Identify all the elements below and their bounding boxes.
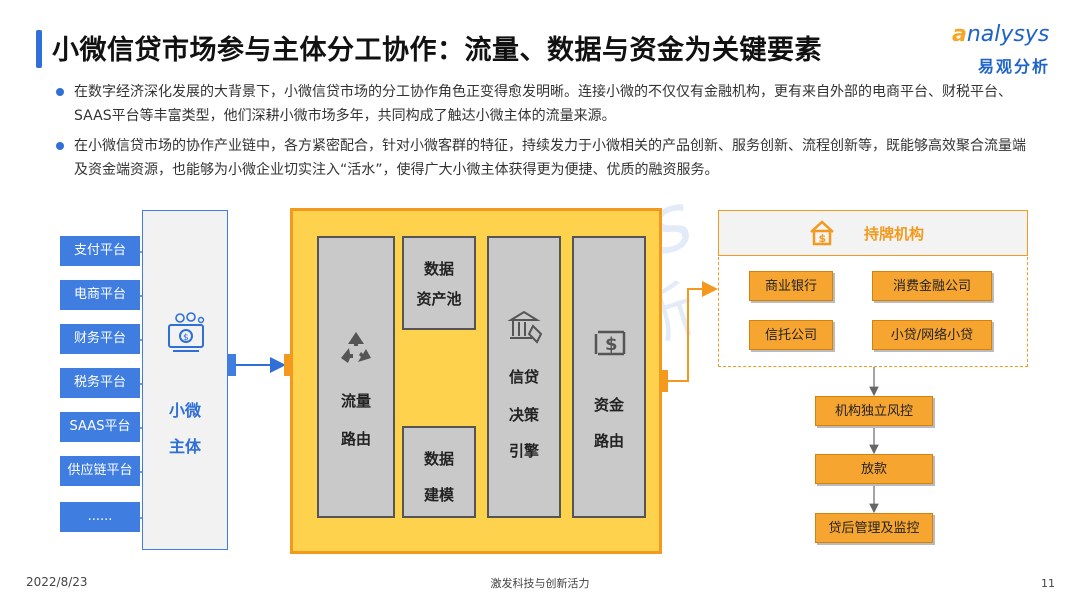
platform-item: SAAS平台 xyxy=(60,412,140,442)
data-modeling-block: 数据 建模 xyxy=(402,426,476,518)
bullet-list: 在数字经济深化发展的大背景下，小微信贷市场的分工协作角色正变得愈发明晰。连接小微… xyxy=(52,80,1032,188)
bullet-dot-icon xyxy=(56,88,64,96)
recycle-icon xyxy=(341,332,371,363)
small-micro-entity-box: $ 小微 主体 xyxy=(142,210,228,550)
svg-text:$: $ xyxy=(819,232,827,245)
traffic-routing-block: 流量 路由 xyxy=(317,236,395,518)
money-screen-icon: $ xyxy=(168,312,205,352)
platform-item: ...... xyxy=(60,502,140,532)
bullet-item: 在小微信贷市场的协作产业链中，各方紧密配合，针对小微客群的特征，持续发力于小微相… xyxy=(52,134,1032,182)
analysys-logo: analysys 易观分析 xyxy=(952,22,1051,76)
data-asset-pool-block: 数据 资产池 xyxy=(402,236,476,330)
process-step: 放款 xyxy=(815,454,933,484)
svg-text:$: $ xyxy=(183,333,189,343)
institution-item: 信托公司 xyxy=(749,320,833,350)
page-number: 11 xyxy=(1041,577,1055,590)
funds-routing-block: $ 资金 路由 xyxy=(572,236,646,518)
page-title: 小微信贷市场参与主体分工协作：流量、数据与资金为关键要素 xyxy=(52,35,822,66)
institution-item: 商业银行 xyxy=(749,271,833,301)
platform-item: 税务平台 xyxy=(60,368,140,398)
process-step: 贷后管理及监控 xyxy=(815,513,933,543)
dollar-cycle-icon: $ xyxy=(594,330,626,356)
entity-label-line2: 主体 xyxy=(168,437,201,456)
platform-item: 财务平台 xyxy=(60,324,140,354)
credit-decision-engine-block: 信贷 决策 引擎 xyxy=(487,236,561,518)
licensed-institutions-header xyxy=(718,210,1028,256)
entity-label-line1: 小微 xyxy=(168,401,201,420)
core-process-box: 流量 路由 数据 资产池 数据 建模 信贷 决策 引擎 $ 资金 路由 xyxy=(290,208,662,554)
bank-document-icon xyxy=(507,310,543,344)
licensed-institutions-title: 持牌机构 xyxy=(864,225,925,243)
process-step: 机构独立风控 xyxy=(815,396,933,426)
svg-text:$: $ xyxy=(605,334,618,355)
bullet-dot-icon xyxy=(56,142,64,150)
footer-slogan: 激发科技与创新活力 xyxy=(490,577,590,590)
platform-item: 电商平台 xyxy=(60,280,140,310)
bullet-item: 在数字经济深化发展的大背景下，小微信贷市场的分工协作角色正变得愈发明晰。连接小微… xyxy=(52,80,1032,128)
footer-date: 2022/8/23 xyxy=(26,575,88,589)
platform-item: 支付平台 xyxy=(60,236,140,266)
title-accent-bar xyxy=(36,30,42,68)
institution-item: 小贷/网络小贷 xyxy=(872,320,992,350)
licensed-institutions-frame xyxy=(718,257,1028,367)
house-dollar-icon: $ xyxy=(810,220,834,246)
platform-item: 供应链平台 xyxy=(60,456,140,486)
institution-item: 消费金融公司 xyxy=(872,271,992,301)
